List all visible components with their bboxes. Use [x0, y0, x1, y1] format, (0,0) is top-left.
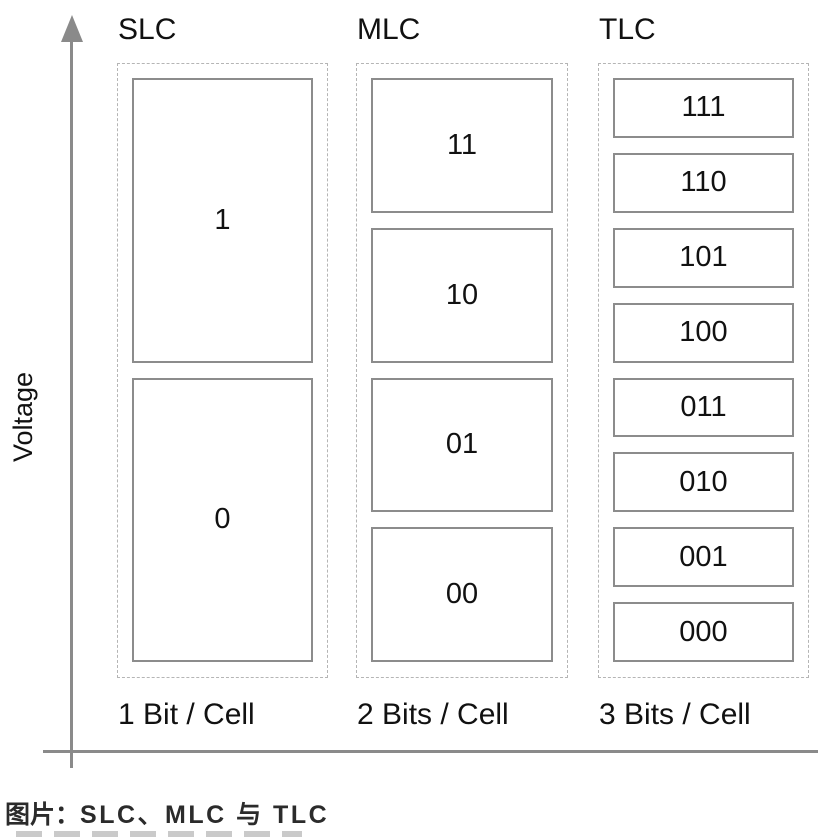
tlc-level-box: 001 [613, 527, 794, 588]
y-axis-line [70, 38, 73, 768]
mlc-level-box: 10 [371, 227, 553, 363]
tlc-level-box: 111 [613, 78, 794, 138]
tlc-header: TLC [599, 13, 656, 46]
column-tlc: TLC 111 110 101 100 011 010 001 000 3 Bi… [598, 0, 809, 760]
figure-caption-subject: SLC、MLC 与 TLC [80, 801, 330, 829]
tlc-levels-container: 111 110 101 100 011 010 001 000 [598, 63, 809, 678]
tlc-level-box: 011 [613, 377, 794, 438]
tlc-level-box: 010 [613, 452, 794, 513]
tlc-level-box: 110 [613, 152, 794, 213]
mlc-level-box: 01 [371, 377, 553, 513]
tlc-bits-per-cell-label: 3 Bits / Cell [599, 698, 751, 731]
y-axis-title: Voltage [8, 371, 38, 463]
column-slc: SLC 1 0 1 Bit / Cell [117, 0, 328, 760]
figure-caption-prefix: 图片： [5, 801, 81, 829]
slc-header: SLC [118, 13, 177, 46]
tlc-level-box: 000 [613, 602, 794, 662]
column-mlc: MLC 11 10 01 00 2 Bits / Cell [356, 0, 568, 760]
mlc-bits-per-cell-label: 2 Bits / Cell [357, 698, 509, 731]
mlc-levels-container: 11 10 01 00 [356, 63, 568, 678]
y-axis-arrow-icon [61, 15, 83, 42]
cutoff-text-line [16, 831, 302, 837]
slc-level-box: 0 [132, 377, 313, 662]
x-axis-line [43, 750, 818, 753]
mlc-level-box: 11 [371, 78, 553, 213]
tlc-level-box: 100 [613, 302, 794, 363]
slc-bits-per-cell-label: 1 Bit / Cell [118, 698, 255, 731]
mlc-level-box: 00 [371, 527, 553, 662]
tlc-level-box: 101 [613, 227, 794, 288]
slc-level-box: 1 [132, 78, 313, 363]
mlc-header: MLC [357, 13, 421, 46]
figure-caption: 图片：SLC、MLC 与 TLC [5, 799, 329, 831]
slc-levels-container: 1 0 [117, 63, 328, 678]
